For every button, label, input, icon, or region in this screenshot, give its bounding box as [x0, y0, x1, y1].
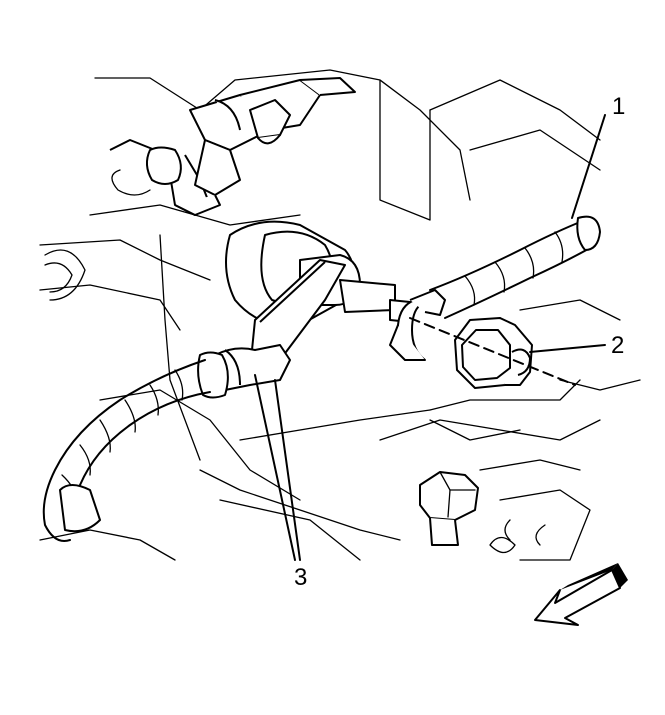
callout-1: 1: [612, 93, 626, 120]
cable-end-link: [197, 259, 346, 399]
assembly-axis-line: [409, 317, 576, 386]
upper-bracket: [109, 77, 356, 216]
shift-cable: [42, 359, 211, 542]
retainer-clip: [389, 289, 446, 361]
hex-nut: [454, 317, 533, 389]
background-structure: [39, 69, 641, 561]
front-direction-arrow-icon: [534, 563, 628, 626]
callout-3: 3: [294, 564, 308, 591]
leader-lines: [254, 114, 606, 561]
callout-2: 2: [611, 332, 625, 359]
cable-housing: [429, 215, 601, 319]
lower-bolt: [419, 471, 479, 546]
